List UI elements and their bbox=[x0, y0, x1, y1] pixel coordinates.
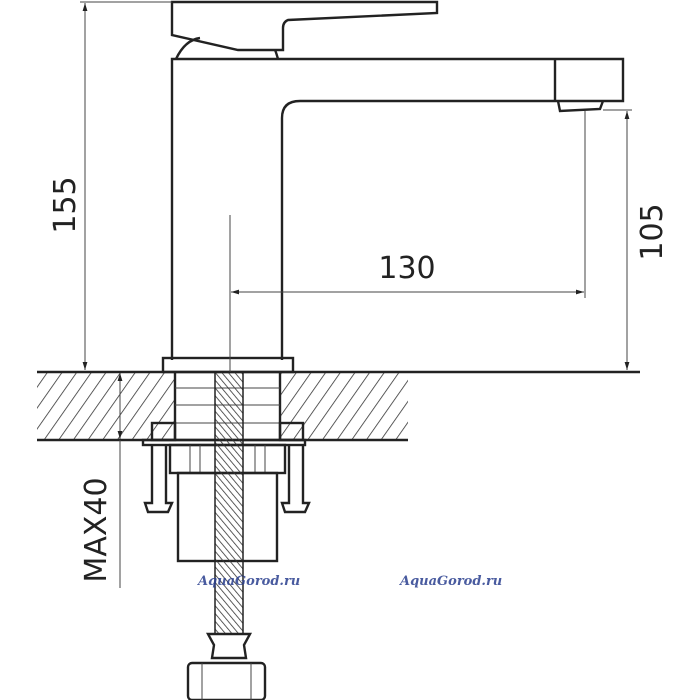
label-height: 155 bbox=[48, 176, 83, 233]
watermark: AquaGorod.ru bbox=[398, 574, 502, 589]
threaded-stud bbox=[214, 371, 244, 635]
faucet-body bbox=[161, 57, 625, 374]
label-spout-reach: 130 bbox=[378, 251, 435, 286]
mounting-kit bbox=[141, 371, 311, 700]
dimension-height bbox=[80, 1, 172, 370]
dimension-spout-reach bbox=[231, 111, 586, 298]
label-spout-height: 105 bbox=[635, 203, 670, 260]
hose-nut bbox=[186, 661, 267, 700]
dimension-spout-height bbox=[603, 109, 632, 370]
countertop bbox=[37, 370, 640, 442]
label-countertop-thickness: MAX40 bbox=[79, 477, 114, 582]
base-flange bbox=[161, 356, 295, 374]
aerator bbox=[556, 100, 605, 113]
lever-handle bbox=[170, 0, 439, 60]
watermark: AquaGorod.ru bbox=[196, 574, 300, 589]
